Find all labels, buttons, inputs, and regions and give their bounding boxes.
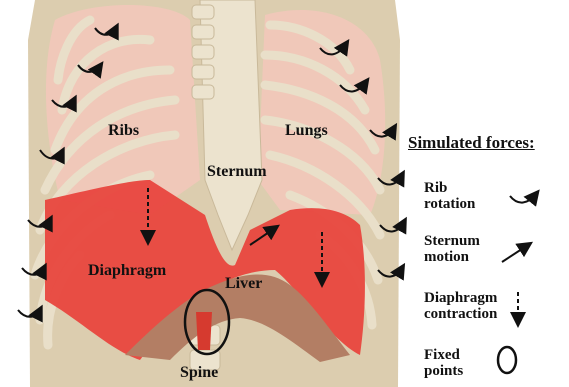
legend-item-line1: Diaphragm [424,290,497,306]
spine-red [196,312,212,350]
legend-item-line2: points [424,363,463,379]
ribs-label: Ribs [108,122,139,140]
sternum-label: Sternum [207,163,267,181]
legend-title: Simulated forces: [408,133,535,153]
legend-item-line1: Fixed [424,347,463,363]
spine-label: Spine [180,364,218,382]
legend-item-line2: rotation [424,196,475,212]
diaphragm-label: Diaphragm [88,262,166,280]
legend-item-line1: Sternum [424,233,480,249]
legend-item-line2: motion [424,249,480,265]
diagonal-arrow-icon [502,245,528,262]
liver-label: Liver [225,275,262,293]
ellipse-icon [498,347,516,373]
curved-arrow-icon [510,194,536,203]
legend-item-diaphragm-contraction: Diaphragm contraction [424,290,497,322]
legend-item-sternum-motion: Sternum motion [424,233,480,265]
lungs-label: Lungs [285,122,328,140]
legend-item-fixed-points: Fixed points [424,347,463,379]
legend-item-line2: contraction [424,306,497,322]
legend-item-rib-rotation: Rib rotation [424,180,475,212]
legend-item-line1: Rib [424,180,475,196]
